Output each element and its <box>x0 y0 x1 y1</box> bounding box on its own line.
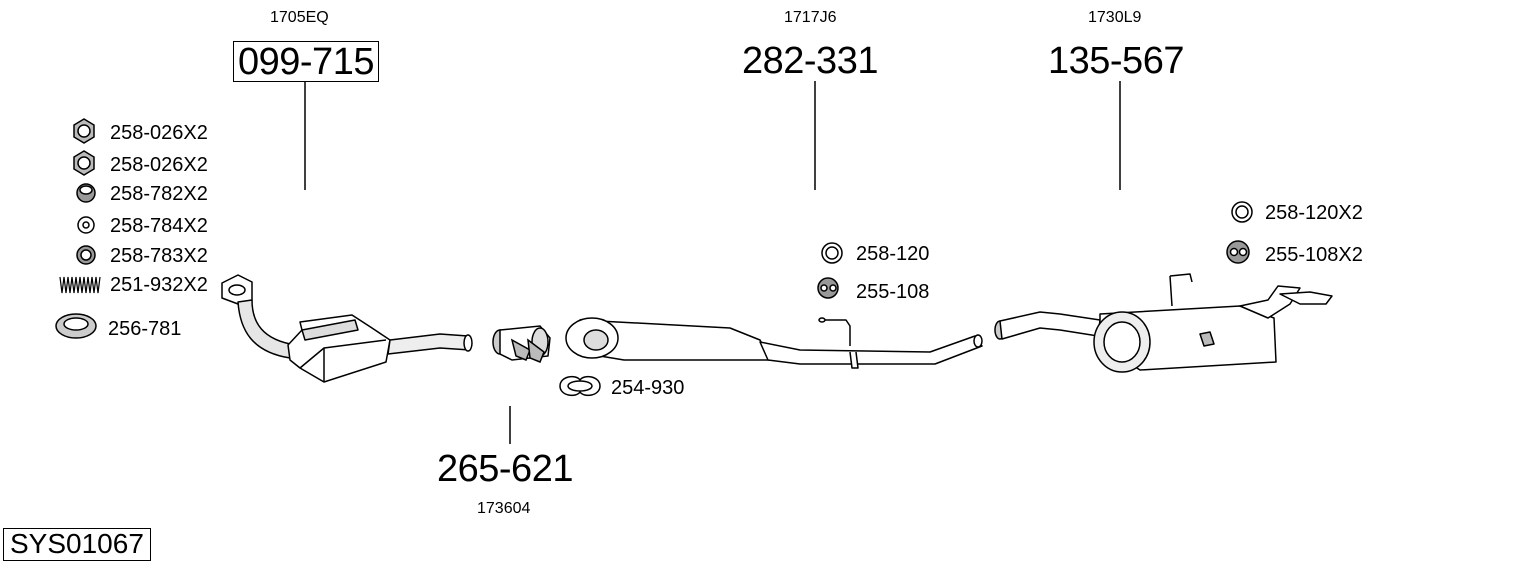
spring-icon <box>59 276 101 294</box>
accessory-label[interactable]: 258-120X2 <box>1265 202 1363 224</box>
accessory-label[interactable]: 258-026X2 <box>110 122 208 144</box>
clamp-icon <box>559 375 601 397</box>
part-number-label[interactable]: 265-621 <box>437 448 573 490</box>
accessory-label[interactable]: 255-108 <box>856 281 930 303</box>
hanger-icon <box>1226 240 1250 264</box>
oem-number-label: 1717J6 <box>784 9 837 26</box>
accessory-label[interactable]: 258-784X2 <box>110 215 208 237</box>
catalytic-converter-icon <box>221 274 473 383</box>
accessory-label[interactable]: 251-932X2 <box>110 274 208 296</box>
system-code-label: SYS01067 <box>3 528 151 561</box>
accessory-label[interactable]: 258-120 <box>856 243 930 265</box>
gasket-ring-icon <box>55 313 97 339</box>
part-number-label[interactable]: 135-567 <box>1048 40 1184 82</box>
connector-pipe-icon <box>492 325 551 363</box>
accessory-label[interactable]: 258-782X2 <box>110 183 208 205</box>
accessory-label[interactable]: 254-930 <box>611 377 685 399</box>
accessory-label[interactable]: 258-783X2 <box>110 245 208 267</box>
rear-silencer-icon <box>994 273 1333 373</box>
part-number-label[interactable]: 099-715 <box>233 41 379 82</box>
middle-silencer-icon <box>565 317 983 369</box>
oem-number-label: 173604 <box>477 500 531 517</box>
accessory-label[interactable]: 256-781 <box>108 318 182 340</box>
washer-icon <box>76 245 96 265</box>
oem-number-label: 1730L9 <box>1088 9 1142 26</box>
hex-nut-icon <box>73 118 95 144</box>
rubber-mount-icon <box>76 183 96 203</box>
washer-icon <box>77 216 95 234</box>
rubber-ring-icon <box>1231 201 1253 223</box>
oem-number-label: 1705EQ <box>270 9 329 26</box>
part-number-label[interactable]: 282-331 <box>742 40 878 82</box>
rubber-ring-icon <box>821 242 843 264</box>
accessory-label[interactable]: 255-108X2 <box>1265 244 1363 266</box>
hanger-icon <box>817 277 839 299</box>
accessory-label[interactable]: 258-026X2 <box>110 154 208 176</box>
hex-nut-icon <box>73 150 95 176</box>
